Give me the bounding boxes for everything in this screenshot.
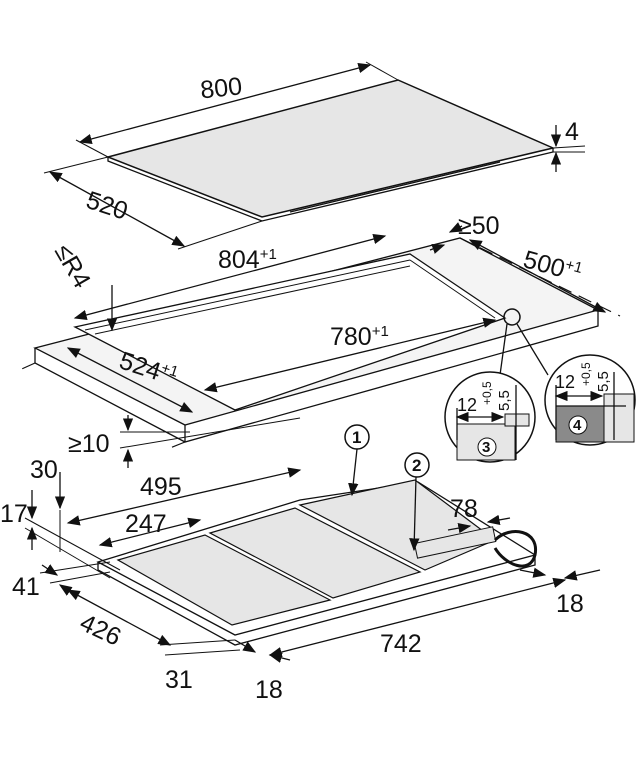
dimension-78: 78 [447,495,511,534]
dim-label-18-front: 18 [255,676,283,704]
power-cable [493,530,537,568]
dim-label-4: 4 [565,118,579,146]
cooktop-underside [96,479,537,646]
callout-1-number: 1 [352,428,361,447]
dimension-30: 30 [30,456,66,552]
detail-4-width: 12 [555,372,575,392]
detail-3-tolerance: +0,5 [480,381,494,405]
detail-4-number: 4 [573,417,582,434]
dimension-17: 17 [0,490,121,579]
dim-label-31: 31 [165,666,193,694]
dim-label-78: 78 [450,495,478,523]
dim-label-min-50: ≥50 [458,212,500,240]
cooktop-glass [105,79,556,222]
dimension-780: 780+1 [203,317,497,393]
detail-3: 12 5,5 +0,5 3 [444,371,536,463]
dimension-495: 495 [66,467,302,526]
dim-label-r4: ≤R4 [49,239,96,293]
detail-3-number: 3 [482,439,490,456]
dim-label-495: 495 [140,473,182,501]
dimension-min-10: ≥10 [68,415,301,468]
dimension-800: 800 [75,61,399,158]
dim-label-742: 742 [380,630,422,658]
detail-marker [503,308,521,326]
dimension-18-front: 18 [234,639,291,704]
dim-label-247: 247 [125,510,167,538]
detail-4: 12 5,5 +0,5 4 [544,354,636,446]
dim-label-min-10: ≥10 [68,430,110,458]
dim-label-30: 30 [30,456,58,484]
callout-2-number: 2 [412,456,421,475]
callout-2: 2 [404,452,430,552]
dimension-426: 426 [66,589,172,652]
dim-label-520: 520 [83,186,131,226]
dimension-18-right: 18 [519,567,601,618]
dimension-804: 804+1 [73,233,387,321]
detail-4-depth: 5,5 [595,371,612,392]
dimension-41: 41 [12,561,111,601]
dim-label-800: 800 [199,72,243,104]
dimension-742: 742 [268,577,567,658]
detail-3-width: 12 [457,395,477,415]
dim-label-17: 17 [0,500,28,528]
dim-label-41: 41 [12,573,40,601]
dim-label-18-right: 18 [556,590,584,618]
dim-label-426: 426 [76,609,126,652]
callout-1: 1 [344,424,370,497]
dimension-4: 4 [550,118,586,172]
dim-label-780: 780+1 [330,323,389,351]
dimension-247: 247 [98,510,202,548]
detail-4-tolerance: +0,5 [579,362,593,386]
dimension-min-50: ≥50 [429,212,500,254]
dimension-31: 31 [159,639,241,694]
dim-label-804: 804+1 [218,246,277,274]
detail-3-depth: 5,5 [496,390,513,411]
